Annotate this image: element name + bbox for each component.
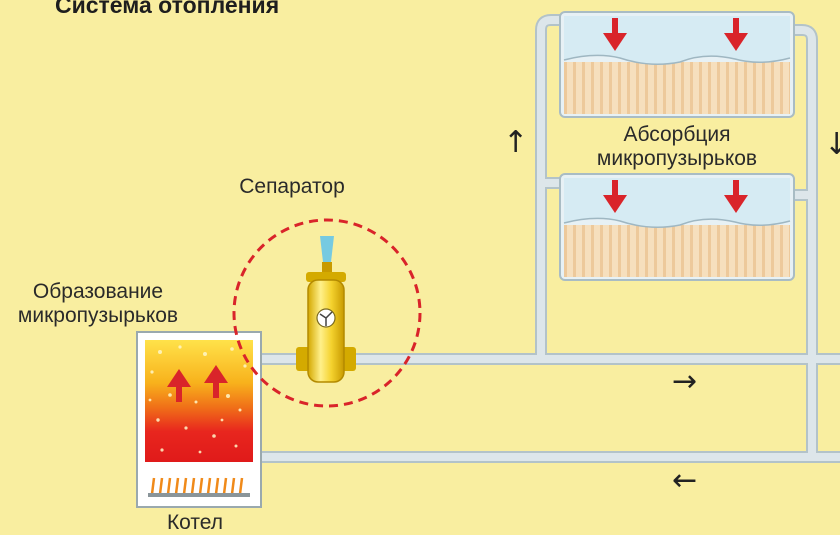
flow-up-arrow-icon: ↑ [503,125,529,160]
absorption-arrow-icon [603,18,627,51]
radiator-upper [559,11,795,118]
microbubble-absorption-label: Абсорбция микропузырьков [572,123,782,171]
gauge-icon [316,308,336,328]
diagram-title: Система отопления [55,0,280,18]
air-vent-icon [320,236,334,262]
microbubble-absorption-label-line2: микропузырьков [596,147,758,170]
absorption-arrow-icon [724,18,748,51]
boiler-label: Котел [166,511,224,534]
absorption-arrow-icon [603,180,627,213]
microbubble-formation-label-line1: Образование [32,280,164,303]
flow-left-arrow-icon: ← [672,463,698,498]
separator-highlight-circle [232,218,422,408]
radiator-lower [559,173,795,281]
microbubble-formation-label-line2: микропузырьков [17,304,179,327]
microbubble-absorption-label-line1: Абсорбция [623,123,731,146]
microbubble-formation-arrow-icon [204,365,228,398]
microbubble-formation-arrow-icon [167,369,191,402]
flow-right-arrow-icon: → [672,364,698,399]
separator [232,218,422,408]
flow-down-arrow-icon: ↓ [824,127,840,162]
absorption-arrow-icon [724,180,748,213]
boiler [136,331,262,508]
burner-flames-icon [150,477,244,495]
microbubble-formation-label: Образование микропузырьков [0,280,196,328]
separator-label: Сепаратор [239,175,345,198]
